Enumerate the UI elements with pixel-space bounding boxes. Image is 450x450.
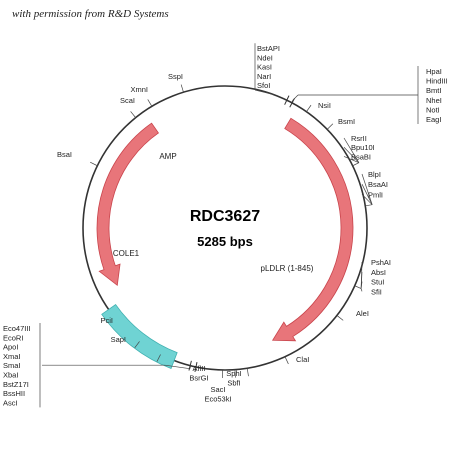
site-label-bsai: BsaI xyxy=(57,150,72,159)
site-label-sbfi: SbfI xyxy=(227,379,240,388)
site-label-eco47iii: Eco47III xyxy=(3,324,31,333)
site-label-absi: AbsI xyxy=(371,268,386,277)
site-label-ecori: EcoRI xyxy=(3,333,23,342)
site-label-bsmi: BsmI xyxy=(338,117,355,126)
site-label-ndei: NdeI xyxy=(257,53,273,62)
site-lead-eco47iii-h xyxy=(164,364,190,370)
cds-feature-pldlr-1-845 xyxy=(271,117,354,342)
site-label-xmai: XmaI xyxy=(3,352,21,361)
site-label-pmli: PmlI xyxy=(368,190,383,199)
mcs-tick-right-1 xyxy=(289,98,295,108)
site-label-aflii: AflII xyxy=(193,364,206,373)
site-label-clai: ClaI xyxy=(296,355,309,364)
site-label-eagi: EagI xyxy=(426,115,441,124)
site-label-bstz17i: BstZ17I xyxy=(3,380,29,389)
site-lead-bsai xyxy=(90,161,98,167)
ori-feature-cole1 xyxy=(101,304,178,370)
site-lead-blpi-0 xyxy=(361,173,373,205)
feature-label-amp: AMP xyxy=(159,152,176,161)
site-label-nari: NarI xyxy=(257,72,271,81)
plasmid-name: RDC3627 xyxy=(190,208,260,225)
site-label-saci: SacI xyxy=(210,385,225,394)
mcs-tick-left-0 xyxy=(194,362,198,372)
site-lead-alei xyxy=(336,315,344,321)
site-lead-scai xyxy=(130,111,136,118)
site-lead-saci xyxy=(234,369,236,378)
mcs-tick-right-0 xyxy=(284,95,290,105)
site-lead-sspi xyxy=(180,84,184,93)
plasmid-size: 5285 bps xyxy=(197,234,253,249)
feature-label-pldlr-1-845: pLDLR (1-845) xyxy=(261,264,314,273)
mcs-tick-left-1 xyxy=(188,360,192,371)
site-label-asci: AscI xyxy=(3,398,18,407)
site-lead-blpi-2 xyxy=(361,194,373,205)
site-label-xbai: XbaI xyxy=(3,371,18,380)
site-label-scai: ScaI xyxy=(120,96,135,105)
site-lead-pshai-3 xyxy=(360,288,363,292)
site-lead-sapi xyxy=(156,354,161,362)
features-layer: AMP pLDLR (1-845) COLE1 xyxy=(96,117,354,370)
site-lead-nsii xyxy=(306,104,312,112)
site-lead-xmni xyxy=(147,99,153,107)
site-label-bsrgi: BsrGI xyxy=(189,374,208,383)
site-lead-bsmi xyxy=(326,123,334,130)
site-label-smai: SmaI xyxy=(3,361,21,370)
site-leads-layer xyxy=(39,43,419,408)
site-label-bsshii: BssHII xyxy=(3,389,25,398)
site-label-bsaai: BsaAI xyxy=(368,180,388,189)
site-label-hindiii: HindIII xyxy=(426,77,448,86)
site-label-hpai: HpaI xyxy=(426,67,442,76)
site-label-nhei: NheI xyxy=(426,96,442,105)
site-label-alei: AleI xyxy=(356,309,369,318)
plasmid-backbone xyxy=(82,85,368,371)
site-label-bstapi: BstAPI xyxy=(257,44,280,53)
site-lead-rsrii-0 xyxy=(343,137,360,163)
site-lead-rsrii xyxy=(352,162,360,167)
site-lead-pcii xyxy=(134,341,140,349)
site-lead-rsrii-2 xyxy=(343,156,360,164)
site-label-sspi: SspI xyxy=(168,72,183,81)
site-lead-pshai-2 xyxy=(360,281,363,289)
site-label-eco53ki: Eco53kI xyxy=(204,395,231,404)
site-label-pcii: PciI xyxy=(100,316,113,325)
site-label-xmni: XmnI xyxy=(130,85,148,94)
site-label-bsabi: BsaBI xyxy=(351,152,371,161)
site-lead-blpi xyxy=(365,204,373,207)
site-lead-rsrii-1 xyxy=(343,146,360,163)
cds-feature-amp xyxy=(96,122,160,287)
feature-label-cole1: COLE1 xyxy=(113,249,140,258)
site-lead-bstapi xyxy=(254,89,274,95)
site-label-blpi: BlpI xyxy=(368,170,381,179)
site-lead-blpi-1 xyxy=(361,184,373,205)
site-lead-clai xyxy=(284,356,289,365)
site-label-rsrii: RsrII xyxy=(351,134,367,143)
site-label-noti: NotI xyxy=(426,105,440,114)
site-label-sapi: SapI xyxy=(111,335,126,344)
site-label-bmti: BmtI xyxy=(426,86,441,95)
site-label-nsii: NsiI xyxy=(318,101,331,110)
permission-credit: with permission from R&D Systems xyxy=(12,8,169,20)
site-lead-sphi xyxy=(246,368,249,377)
site-label-sfii: SfiI xyxy=(371,287,382,296)
site-label-sfoi: SfoI xyxy=(257,81,270,90)
site-lead-pshai xyxy=(354,285,362,289)
site-label-sphi: SphI xyxy=(226,369,241,378)
site-label-apoi: ApoI xyxy=(3,343,18,352)
site-label-stui: StuI xyxy=(371,278,384,287)
site-label-pshai: PshAI xyxy=(371,258,391,267)
site-label-kasi: KasI xyxy=(257,63,272,72)
site-label-bpu10i: Bpu10I xyxy=(351,143,375,152)
